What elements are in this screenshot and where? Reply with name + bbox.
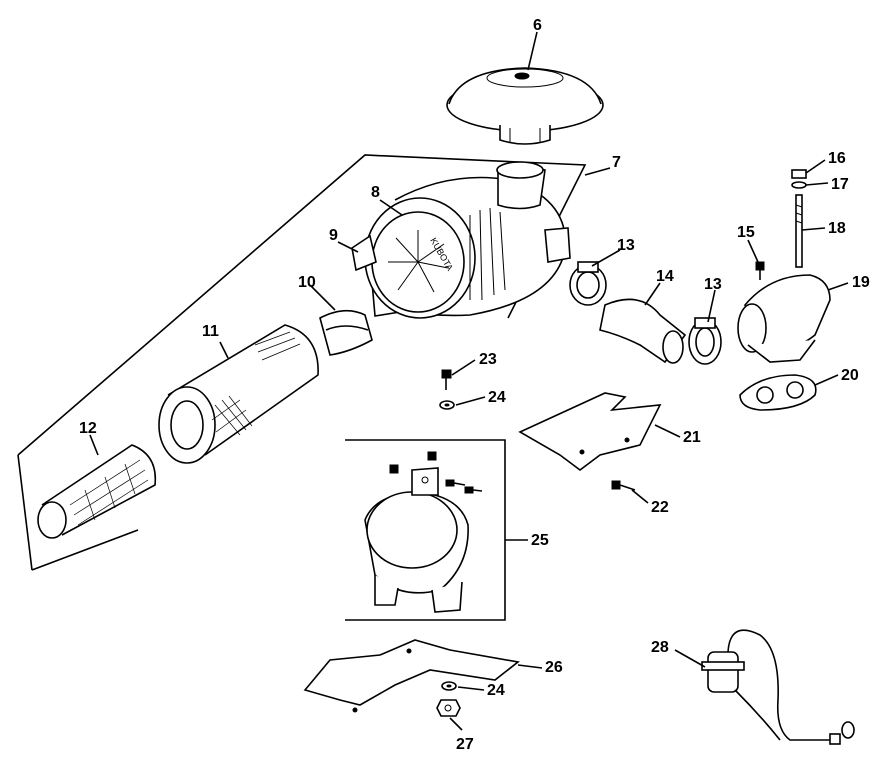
callout-9: 9 — [329, 227, 338, 244]
washer-part-24-b — [441, 681, 457, 691]
bolt-part-23 — [441, 369, 452, 390]
callout-16: 16 — [828, 150, 846, 167]
callout-labels: 6 7 8 9 10 11 12 13 14 13 15 16 17 18 19… — [79, 17, 870, 753]
callout-27: 27 — [456, 736, 474, 753]
valve-part-10 — [319, 309, 373, 356]
callout-6: 6 — [533, 17, 542, 34]
hose-clamp-part-13-b — [688, 317, 722, 365]
callout-20: 20 — [841, 367, 859, 384]
bracket-part-21 — [518, 392, 662, 471]
callout-7: 7 — [612, 154, 621, 171]
callout-28: 28 — [651, 639, 669, 656]
bolt-part-22 — [611, 480, 636, 491]
leader-lines — [89, 31, 849, 731]
callout-19: 19 — [852, 274, 870, 291]
callout-18: 18 — [828, 220, 846, 237]
inner-element-part-12 — [37, 444, 157, 539]
callout-13-a: 13 — [617, 237, 635, 254]
nut-part-16 — [791, 169, 807, 179]
sensor-part-28 — [701, 629, 855, 745]
callout-14: 14 — [656, 268, 674, 285]
callout-21: 21 — [683, 429, 701, 446]
callout-11: 11 — [202, 323, 219, 340]
washer-part-24-a — [439, 400, 455, 410]
hose-part-14 — [599, 298, 687, 364]
callout-17: 17 — [831, 176, 849, 193]
callout-8: 8 — [371, 184, 380, 201]
hose-clamp-part-13-a — [569, 261, 607, 306]
callout-13-b: 13 — [704, 276, 722, 293]
callout-25: 25 — [531, 532, 549, 549]
callout-24-a: 24 — [488, 389, 506, 406]
gasket-part-20 — [739, 374, 817, 411]
elbow-part-19 — [737, 274, 831, 363]
mounting-band-part-25 — [345, 439, 506, 621]
washer-part-17 — [791, 181, 807, 189]
nut-part-27 — [436, 699, 461, 717]
callout-23: 23 — [479, 351, 497, 368]
callout-22: 22 — [651, 499, 669, 516]
outer-element-part-11 — [158, 324, 319, 464]
clip-part-9 — [351, 234, 377, 272]
callout-10: 10 — [298, 274, 316, 291]
callout-12: 12 — [79, 420, 97, 437]
screw-part-15 — [755, 261, 765, 280]
callout-26: 26 — [545, 659, 563, 676]
air-cleaner-cap-part-6 — [446, 67, 604, 145]
callout-15: 15 — [737, 224, 755, 241]
callout-24-b: 24 — [487, 682, 505, 699]
plate-part-26 — [303, 639, 520, 713]
stud-part-18 — [795, 194, 803, 268]
air-cleaner-body-part-8: KUBOTA — [364, 161, 571, 319]
